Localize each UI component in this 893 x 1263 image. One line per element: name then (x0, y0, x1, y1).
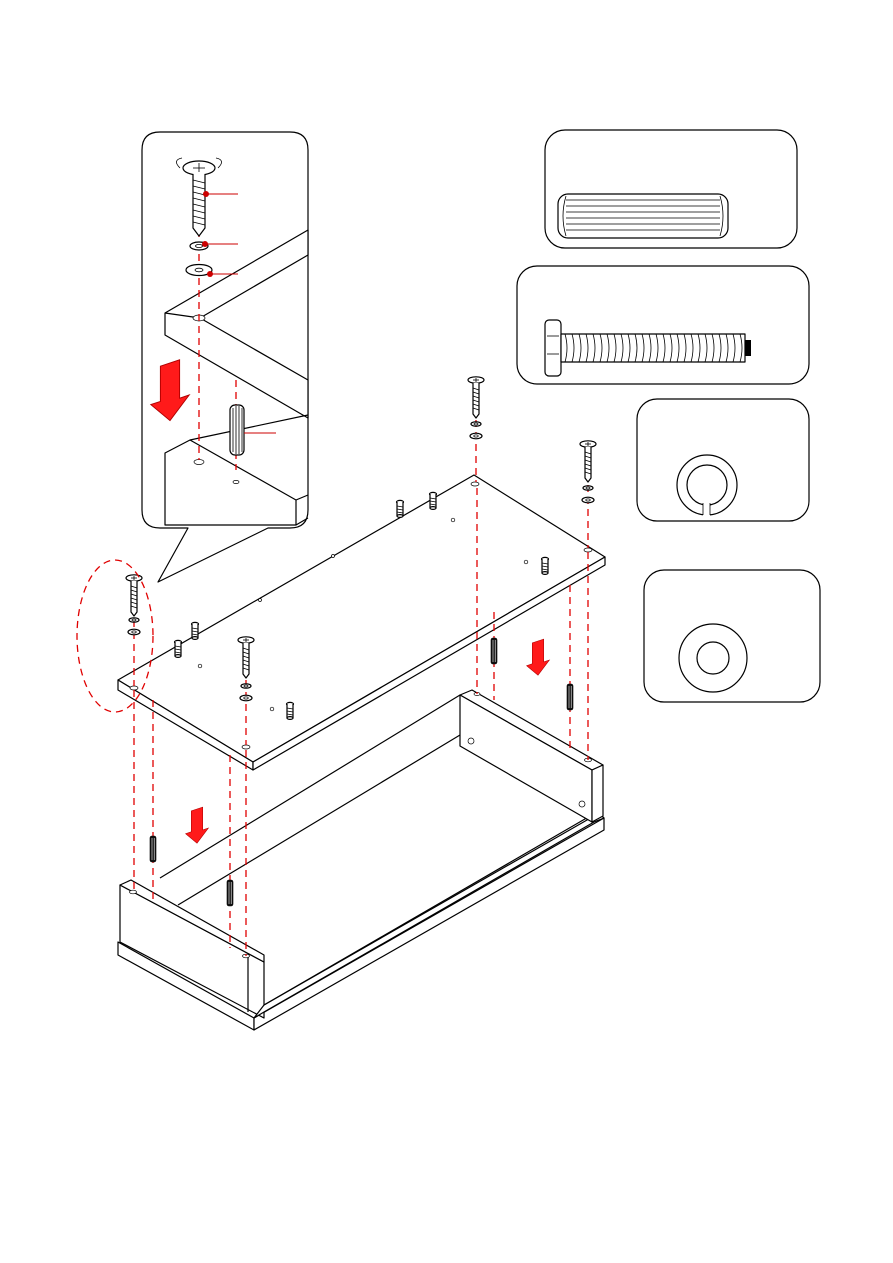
cam-stud (192, 622, 199, 639)
legend-dowel-box (545, 130, 797, 248)
cam-stud (542, 557, 549, 574)
legend-bolt-box (517, 266, 809, 384)
dowel (150, 836, 156, 862)
cam-stud (397, 500, 404, 517)
down-arrow-icon (527, 639, 550, 675)
legend-split-washer-box (637, 399, 809, 521)
cabinet-base (118, 690, 604, 1030)
down-arrow-icon (186, 807, 209, 843)
detail-highlight-ellipse (77, 560, 153, 712)
dowel (227, 880, 233, 906)
cam-stud (287, 702, 294, 719)
callout-dowel (230, 405, 244, 455)
cam-stud (175, 640, 182, 657)
dowel (567, 684, 573, 710)
bolt-assembly (580, 441, 596, 503)
dowel (491, 638, 497, 664)
callout-leaders (202, 191, 276, 433)
threaded-bolt-icon (545, 320, 751, 376)
split-lock-washer-icon (677, 455, 737, 516)
bolt-assembly (468, 377, 484, 439)
callout-top-panel (165, 230, 308, 418)
detail-callout (142, 132, 308, 582)
flat-washer-icon (679, 624, 747, 692)
legend-flat-washer-box (644, 570, 820, 702)
down-arrow-icon (151, 360, 189, 421)
wooden-dowel-icon (558, 194, 728, 238)
cam-stud (430, 492, 437, 509)
callout-bolt (176, 158, 221, 236)
